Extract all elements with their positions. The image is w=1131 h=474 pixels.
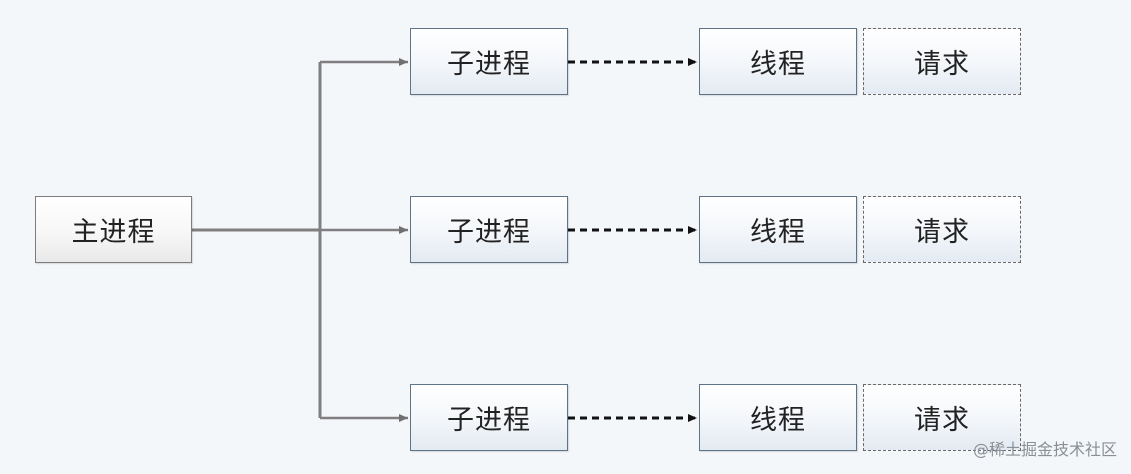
child-process-label: 子进程 (447, 405, 531, 436)
main-process-box: 主进程 (35, 196, 192, 263)
request-label: 请求 (914, 217, 970, 248)
request-box-2: 请求 (863, 196, 1021, 263)
thread-label: 线程 (750, 49, 806, 80)
thread-box-2: 线程 (699, 196, 857, 263)
thread-label: 线程 (750, 217, 806, 248)
request-box-3: 请求 (863, 384, 1021, 451)
request-box-1: 请求 (863, 28, 1021, 95)
child-process-box-3: 子进程 (410, 384, 568, 451)
request-label: 请求 (914, 49, 970, 80)
child-process-box-2: 子进程 (410, 196, 568, 263)
thread-box-3: 线程 (699, 384, 857, 451)
child-process-label: 子进程 (447, 217, 531, 248)
child-process-label: 子进程 (447, 49, 531, 80)
child-process-box-1: 子进程 (410, 28, 568, 95)
watermark-text: @稀土掘金技术社区 (972, 440, 1117, 459)
main-process-label: 主进程 (71, 217, 156, 248)
request-label: 请求 (914, 405, 970, 436)
thread-label: 线程 (750, 405, 806, 436)
thread-box-1: 线程 (699, 28, 857, 95)
